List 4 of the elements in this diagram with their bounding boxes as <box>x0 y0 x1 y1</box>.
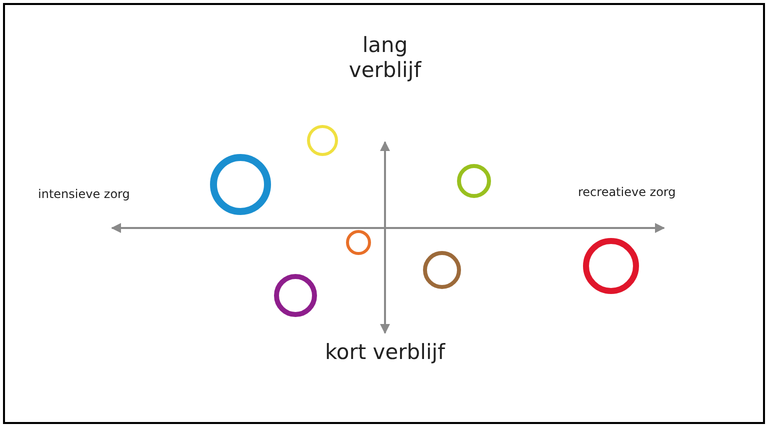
top-axis-label: lang verblijf <box>348 33 422 83</box>
right-axis-label: recreatieve zorg <box>578 185 676 199</box>
left-axis-label: intensieve zorg <box>38 187 130 201</box>
bottom-axis-label: kort verblijf <box>325 340 445 365</box>
